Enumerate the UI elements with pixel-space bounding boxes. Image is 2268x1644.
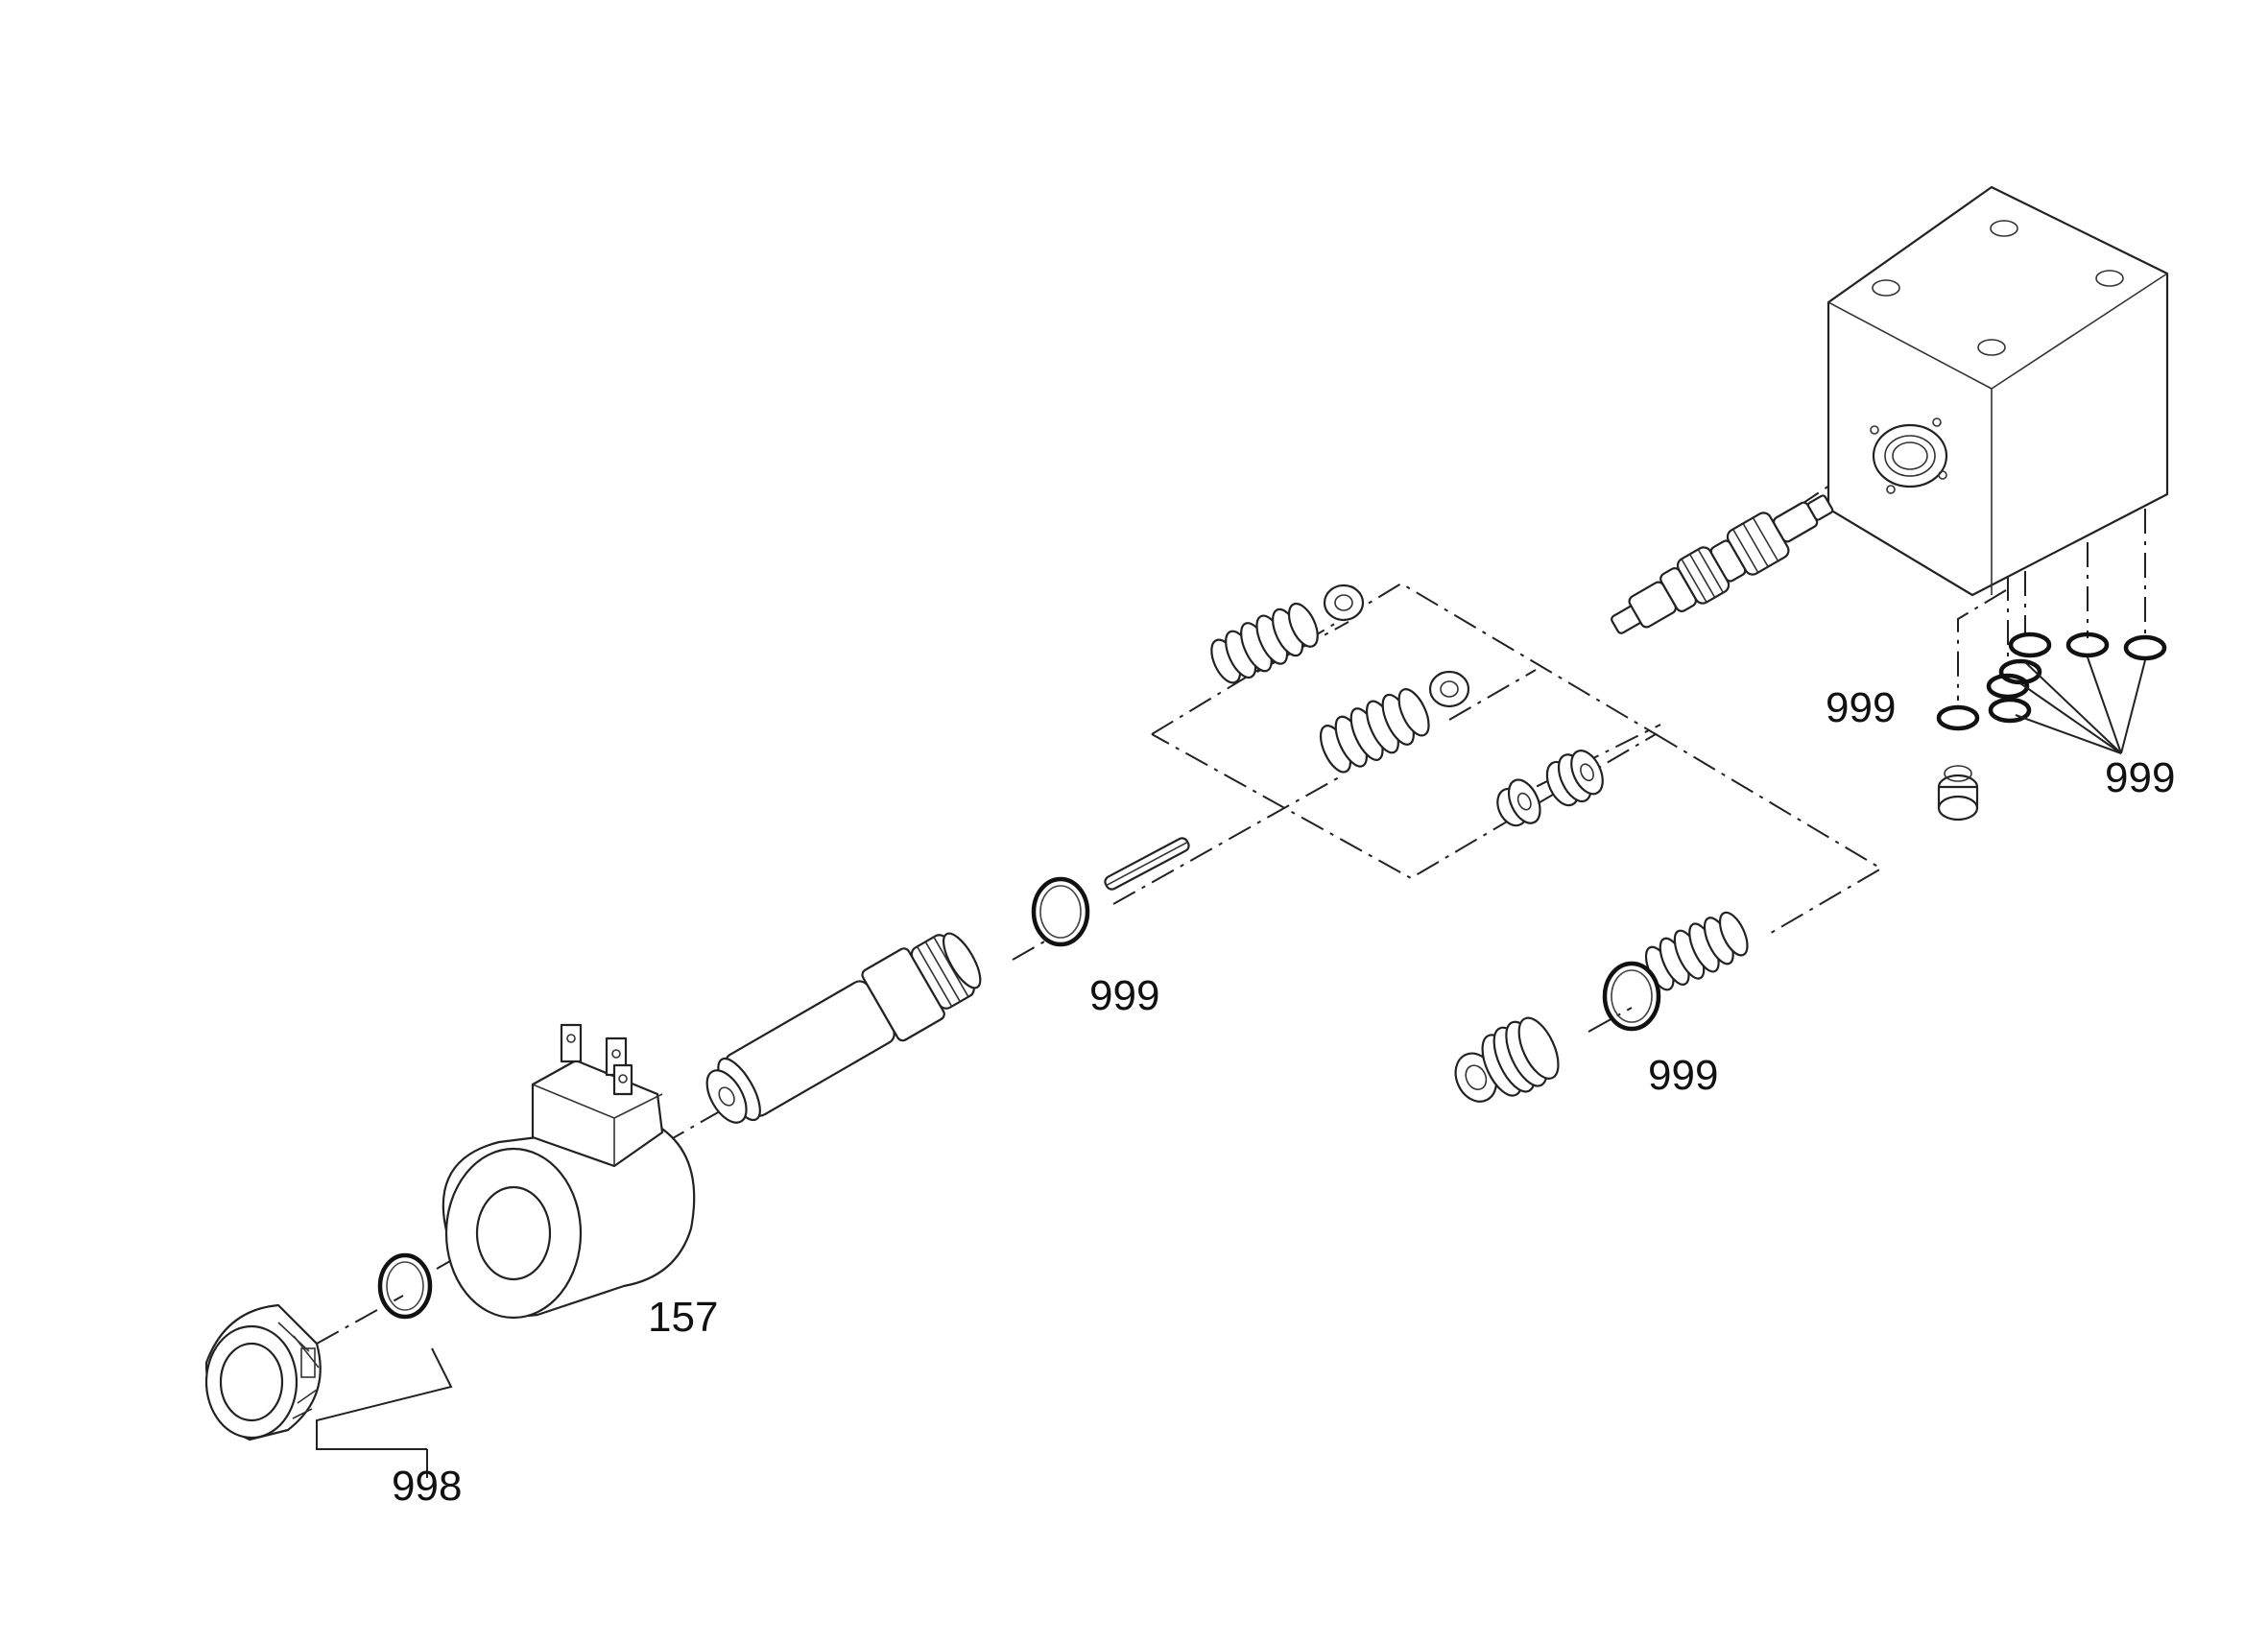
o-ring-plug <box>1602 961 1661 1032</box>
solenoid-tube <box>705 932 982 1124</box>
callout-oring-block-right: 999 <box>2105 754 2175 801</box>
valve-block <box>1826 185 2169 597</box>
callout-coil: 157 <box>648 1294 718 1341</box>
callout-oring-valve-body: 999 <box>1089 972 1159 1019</box>
upper-spring <box>1210 602 1319 684</box>
middle-washer <box>1428 670 1470 708</box>
solenoid-coil <box>442 1023 696 1320</box>
small-plug <box>1937 765 1979 822</box>
leader-lines <box>316 656 2146 1478</box>
block-o-rings <box>1936 631 2167 731</box>
plug-spring <box>1644 911 1749 991</box>
lower-poppet-seat <box>1496 750 1604 827</box>
middle-spring <box>1319 688 1430 774</box>
o-ring-tube <box>1031 876 1090 947</box>
push-pin <box>1104 837 1190 891</box>
screw-plug <box>1454 1016 1560 1103</box>
o-ring-coil <box>377 1252 433 1320</box>
callout-oring-block-left: 999 <box>1826 684 1896 731</box>
knurled-nut <box>204 1303 322 1441</box>
cartridge-poppet <box>1611 494 1834 634</box>
callout-oring-plug: 999 <box>1648 1052 1718 1099</box>
upper-washer <box>1323 584 1365 622</box>
callout-seal-kit: 998 <box>392 1463 462 1510</box>
